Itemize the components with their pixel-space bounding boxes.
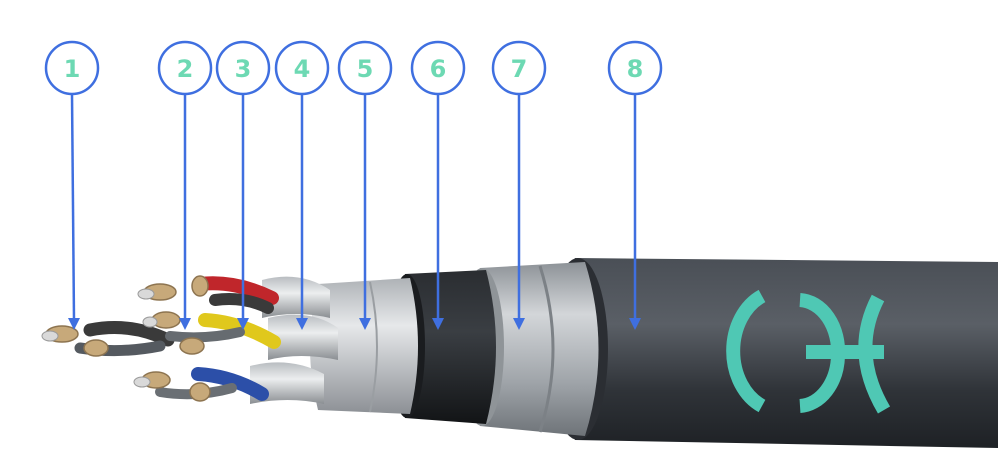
callout-2-number: 2 bbox=[177, 55, 194, 83]
outer-sheath bbox=[560, 258, 998, 448]
core-black-top bbox=[215, 299, 268, 308]
callout-7-number: 7 bbox=[511, 55, 528, 83]
callout-8-number: 8 bbox=[627, 55, 644, 83]
callout-5-number: 5 bbox=[357, 55, 374, 83]
callout-4-number: 4 bbox=[294, 55, 311, 83]
callout-1: 1 bbox=[46, 42, 98, 330]
core-grey-mid bbox=[170, 332, 240, 337]
callout-6-number: 6 bbox=[430, 55, 447, 83]
callout-2-arrowhead bbox=[179, 318, 191, 330]
callout-3-number: 3 bbox=[235, 55, 252, 83]
core-black-left bbox=[90, 328, 168, 340]
callout-1-number: 1 bbox=[64, 55, 81, 83]
callout-1-leader-line bbox=[72, 94, 74, 320]
